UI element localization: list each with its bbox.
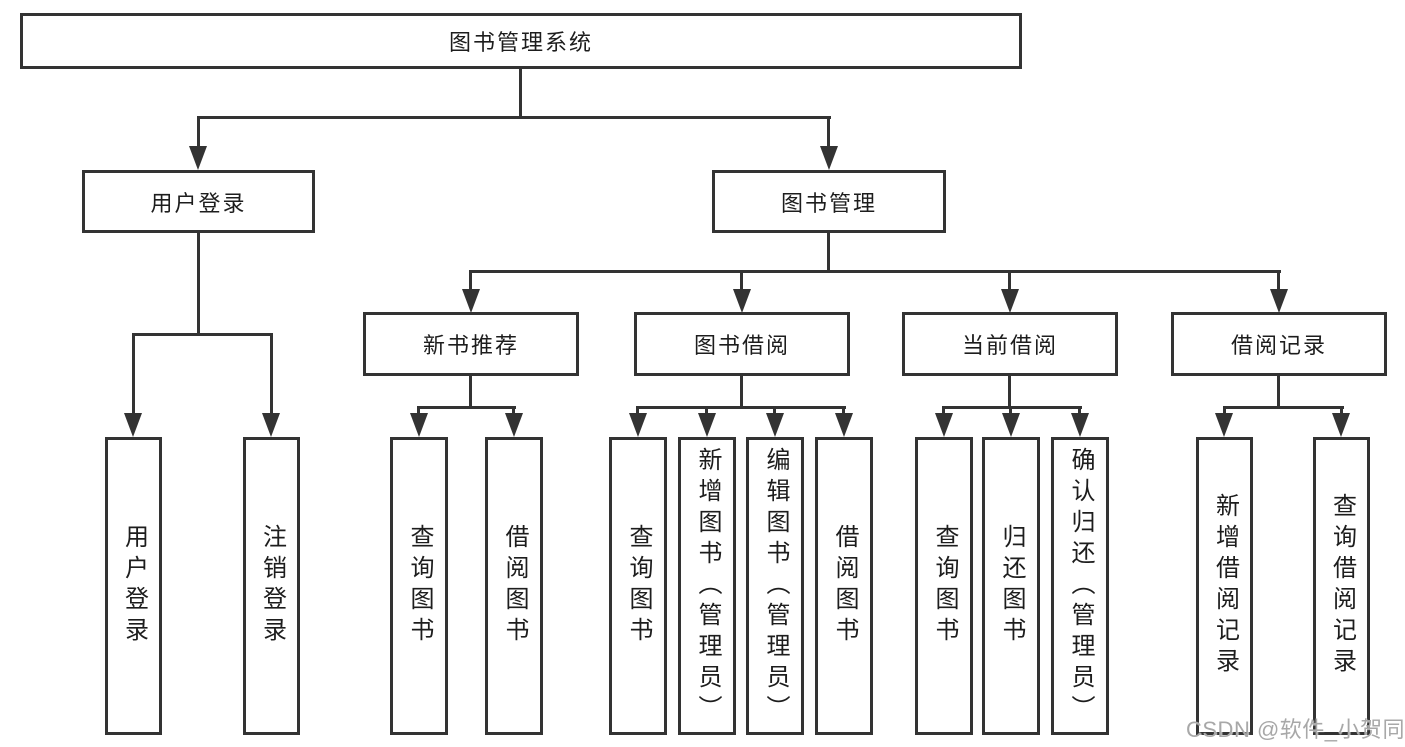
leaf-borrow-books-recommend-label: 借阅图书 — [501, 524, 528, 648]
arrowhead-into-leaf-add-borrow-record — [1215, 413, 1233, 437]
line-stem-book-borrow — [740, 270, 743, 291]
leaf-query-books-recommend: 查询图书 — [390, 437, 448, 735]
line-new-book-recommend-bar — [417, 406, 516, 409]
leaf-confirm-return-admin-label: 确认归还（管理员） — [1067, 446, 1094, 726]
node-user-login: 用户登录 — [82, 170, 315, 233]
line-borrow-records-down — [1277, 376, 1280, 409]
leaf-return-books-label: 归还图书 — [998, 524, 1025, 648]
csdn-watermark: CSDN @软件_小贺同学 — [1186, 717, 1405, 742]
line-stem-leaf-logout — [270, 333, 273, 415]
node-current-borrow-label: 当前借阅 — [961, 333, 1058, 358]
line-stem-new-book-recommend — [469, 270, 472, 291]
arrowhead-into-new-book-recommend — [462, 289, 480, 313]
arrowhead-into-leaf-return-books — [1002, 413, 1020, 437]
line-stem-leaf-query-borrow-record — [1340, 406, 1343, 416]
line-new-book-recommend-down — [469, 376, 472, 409]
line-book-management-down — [827, 233, 830, 273]
arrowhead-into-leaf-query-books-recommend — [410, 413, 428, 437]
arrowhead-into-leaf-borrow-books-recommend — [505, 413, 523, 437]
line-user-login-bar — [132, 333, 273, 336]
leaf-logout: 注销登录 — [243, 437, 300, 735]
leaf-return-books: 归还图书 — [982, 437, 1040, 735]
node-new-book-recommend-label: 新书推荐 — [422, 333, 519, 358]
line-borrow-records-bar — [1223, 406, 1344, 409]
line-stem-leaf-user-login — [132, 333, 135, 415]
line-stem-leaf-query-books-recommend — [417, 406, 420, 416]
node-borrow-records-label: 借阅记录 — [1230, 333, 1327, 358]
leaf-query-borrow-record-label: 查询借阅记录 — [1328, 493, 1356, 679]
leaf-add-borrow-record-label: 新增借阅记录 — [1211, 493, 1239, 679]
arrowhead-into-book-borrow — [733, 289, 751, 313]
leaf-query-books-borrow-label: 查询图书 — [625, 524, 652, 648]
arrowhead-into-leaf-query-books-borrow — [629, 413, 647, 437]
arrowhead-into-book-management — [820, 146, 838, 170]
arrowhead-into-borrow-records — [1270, 289, 1288, 313]
node-book-management-label: 图书管理 — [780, 190, 877, 216]
line-level3-bar — [469, 270, 1281, 273]
arrowhead-into-user-login — [189, 146, 207, 170]
node-current-borrow: 当前借阅 — [902, 312, 1118, 376]
node-book-borrow: 图书借阅 — [634, 312, 850, 376]
line-user-login-down — [197, 233, 200, 336]
line-stem-leaf-return-books — [1009, 406, 1012, 416]
arrowhead-into-leaf-user-login — [124, 413, 142, 437]
leaf-user-login: 用户登录 — [105, 437, 162, 735]
arrowhead-into-leaf-add-books-admin — [698, 413, 716, 437]
leaf-logout-label: 注销登录 — [258, 524, 286, 648]
line-current-borrow-bar — [942, 406, 1082, 409]
leaf-query-books-current-label: 查询图书 — [931, 524, 958, 648]
leaf-query-books-borrow: 查询图书 — [609, 437, 667, 735]
leaf-borrow-books: 借阅图书 — [815, 437, 873, 735]
line-book-borrow-down — [740, 376, 743, 409]
line-level2-bar — [197, 116, 831, 119]
node-root-label: 图书管理系统 — [448, 30, 593, 55]
leaf-edit-books-admin: 编辑图书（管理员） — [746, 437, 804, 735]
leaf-borrow-books-recommend: 借阅图书 — [485, 437, 543, 735]
arrowhead-into-leaf-confirm-return-admin — [1071, 413, 1089, 437]
line-stem-leaf-borrow-books-recommend — [512, 406, 515, 416]
line-root-stem — [519, 69, 522, 118]
line-stem-leaf-edit-books-admin — [773, 406, 776, 416]
node-book-borrow-label: 图书借阅 — [693, 333, 790, 358]
arrowhead-into-leaf-borrow-books — [835, 413, 853, 437]
line-current-borrow-down — [1008, 376, 1011, 409]
line-stem-leaf-query-books-current — [942, 406, 945, 416]
node-book-management: 图书管理 — [712, 170, 946, 233]
node-new-book-recommend: 新书推荐 — [363, 312, 579, 376]
leaf-confirm-return-admin: 确认归还（管理员） — [1051, 437, 1109, 735]
arrowhead-into-leaf-logout — [262, 413, 280, 437]
leaf-query-borrow-record: 查询借阅记录 — [1313, 437, 1370, 735]
arrowhead-into-leaf-query-borrow-record — [1332, 413, 1350, 437]
node-borrow-records: 借阅记录 — [1171, 312, 1387, 376]
line-stem-leaf-add-borrow-record — [1223, 406, 1226, 416]
leaf-query-books-recommend-label: 查询图书 — [406, 524, 433, 648]
leaf-add-borrow-record: 新增借阅记录 — [1196, 437, 1253, 735]
leaf-user-login-label: 用户登录 — [120, 524, 148, 648]
arrowhead-into-current-borrow — [1001, 289, 1019, 313]
leaf-edit-books-admin-label: 编辑图书（管理员） — [762, 446, 789, 726]
leaf-add-books-admin: 新增图书（管理员） — [678, 437, 736, 735]
line-stem-current-borrow — [1008, 270, 1011, 291]
leaf-query-books-current: 查询图书 — [915, 437, 973, 735]
line-stem-leaf-query-books-borrow — [636, 406, 639, 416]
leaf-borrow-books-label: 借阅图书 — [831, 524, 858, 648]
node-root: 图书管理系统 — [20, 13, 1022, 69]
line-book-borrow-bar — [636, 406, 846, 409]
line-stem-borrow-records — [1277, 270, 1280, 291]
line-stem-leaf-add-books-admin — [705, 406, 708, 416]
line-stem-leaf-borrow-books — [842, 406, 845, 416]
arrowhead-into-leaf-edit-books-admin — [766, 413, 784, 437]
node-user-login-label: 用户登录 — [150, 190, 247, 216]
leaf-add-books-admin-label: 新增图书（管理员） — [694, 446, 721, 726]
line-stem-user-login — [197, 116, 200, 148]
line-stem-book-management — [827, 116, 830, 148]
line-stem-leaf-confirm-return-admin — [1078, 406, 1081, 416]
arrowhead-into-leaf-query-books-current — [935, 413, 953, 437]
